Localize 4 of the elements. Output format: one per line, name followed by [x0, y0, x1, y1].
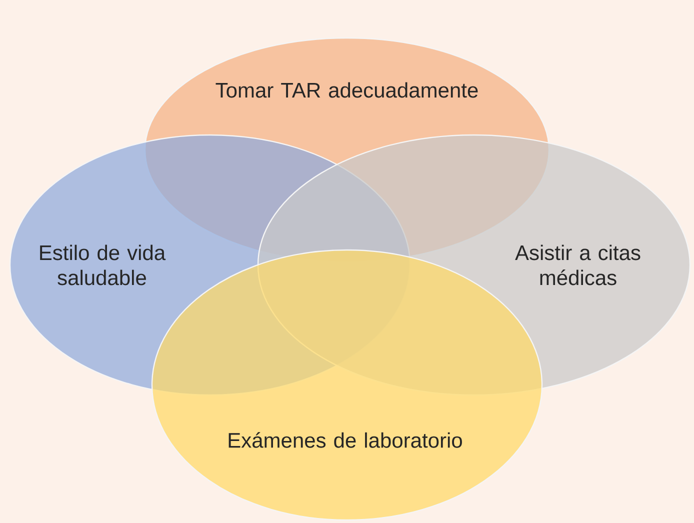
- ellipse-label: Exámenes de laboratorio: [228, 432, 462, 448]
- ellipse-label: Tomar TAR adecuadamente: [216, 82, 478, 98]
- ellipse-label: Asistir a citas médicas: [515, 244, 640, 286]
- ellipse-label: Estilo de vida saludable: [40, 244, 166, 286]
